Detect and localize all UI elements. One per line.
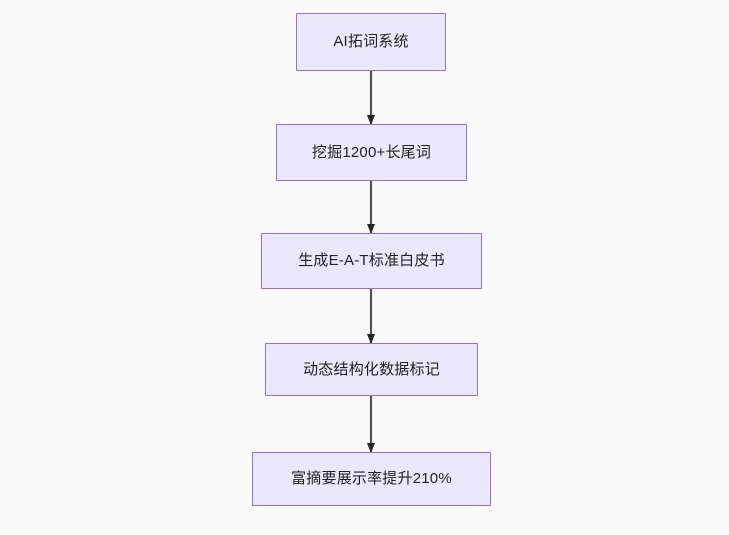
node-label: 挖掘1200+长尾词 xyxy=(311,143,432,161)
node-label: AI拓词系统 xyxy=(333,33,409,50)
flowchart-node-mine-longtail-keywords[interactable]: 挖掘1200+长尾词 xyxy=(276,124,467,181)
flowchart-node-rich-snippet-impression-lift[interactable]: 富摘要展示率提升210% xyxy=(252,452,491,506)
flowchart-node-generate-eat-whitepaper[interactable]: 生成E-A-T标准白皮书 xyxy=(261,233,482,289)
node-label: 富摘要展示率提升210% xyxy=(291,470,452,487)
node-label: 动态结构化数据标记 xyxy=(303,360,440,378)
flowchart-node-dynamic-structured-data-markup[interactable]: 动态结构化数据标记 xyxy=(265,343,478,396)
node-label: 生成E-A-T标准白皮书 xyxy=(298,252,445,269)
flowchart-node-ai-keyword-system[interactable]: AI拓词系统 xyxy=(296,13,446,71)
